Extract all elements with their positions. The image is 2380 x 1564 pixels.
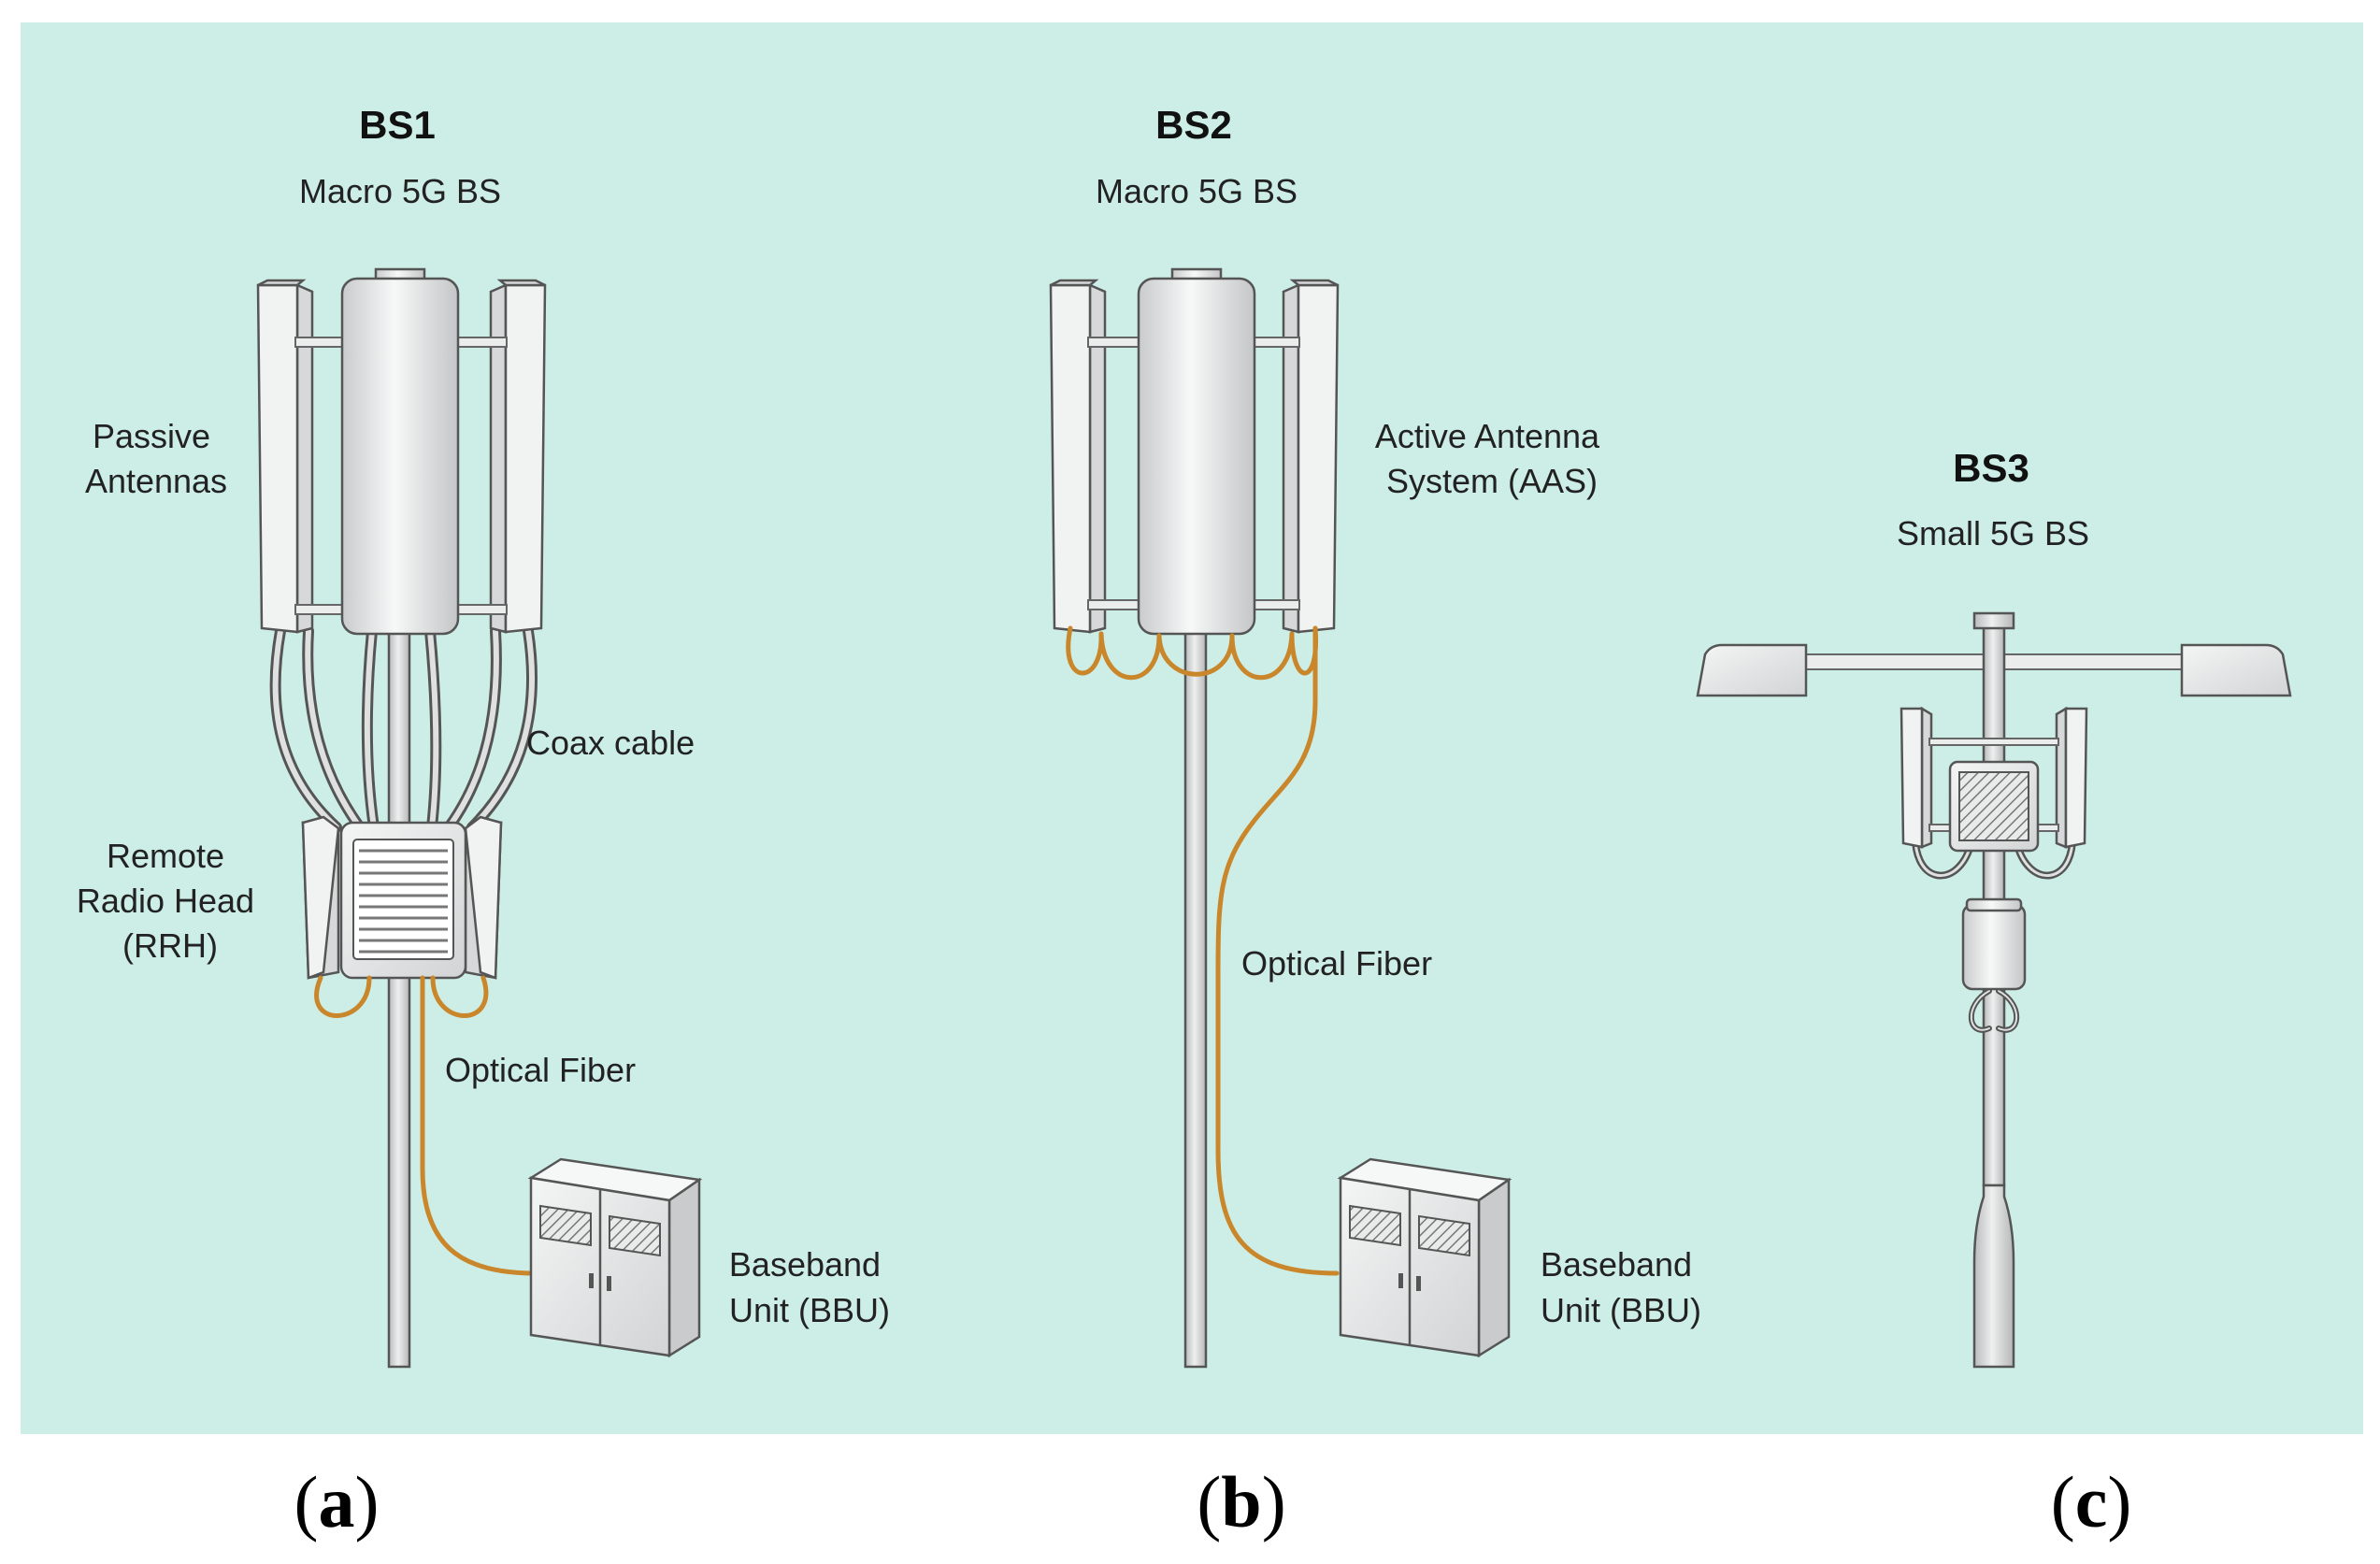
bs1-passive-antenna-right-icon <box>489 279 547 634</box>
bs2-aas-right-icon <box>1282 279 1340 634</box>
bs1-rrh-label: Remote Radio Head (RRH) <box>77 837 264 965</box>
bs1-bbu-cabinet-icon <box>527 1157 703 1358</box>
bs2-aas-left-icon <box>1049 279 1107 634</box>
bs3-enclosure-icon <box>1961 897 2027 991</box>
bs2-subtitle: Macro 5G BS <box>1096 172 1298 210</box>
caption-a: (a) <box>294 1461 380 1542</box>
bs1-pole-icon <box>387 615 411 1369</box>
bs2-aas-label: Active Antenna System (AAS) <box>1375 417 1609 500</box>
bs2-title: BS2 <box>1155 103 1232 147</box>
bs3-title: BS3 <box>1953 446 2029 490</box>
bs1-coax-cables <box>269 625 538 833</box>
bs2-optical-fiber <box>1066 625 1340 1276</box>
bs2-pole-icon <box>1183 620 1208 1369</box>
bs1-fiber-label: Optical Fiber <box>445 1051 636 1089</box>
bs3-antenna-right-icon <box>2055 706 2088 849</box>
bs1-coax-label: Coax cable <box>526 724 695 762</box>
caption-c: (c) <box>2051 1461 2132 1542</box>
bs2-bbu-cabinet-icon <box>1337 1157 1513 1358</box>
panel-bs3: BS3 Small 5G BS <box>1696 446 2292 1542</box>
bs1-title: BS1 <box>359 103 436 147</box>
bs1-optical-fiber <box>314 975 538 1276</box>
caption-b: (b) <box>1197 1461 1285 1542</box>
bs1-bbu-label: Baseband Unit (BBU) <box>729 1245 890 1329</box>
bs3-mount-bar-top <box>1928 738 2059 746</box>
bs1-passive-antenna-left-icon <box>256 279 314 634</box>
bs1-antennas-label: Passive Antennas <box>85 417 227 500</box>
bs3-antenna-left-icon <box>1900 706 1933 849</box>
bs1-rrh-icon <box>301 815 503 980</box>
bs1-central-cylinder-icon <box>340 267 460 636</box>
bs2-bbu-label: Baseband Unit (BBU) <box>1541 1245 1701 1329</box>
panel-bs1: BS1 Macro 5G BS <box>77 103 890 1542</box>
panel-bs2: BS2 Macro 5G BS <box>1049 103 1701 1542</box>
bs3-radio-unit-icon <box>1948 760 2040 853</box>
bs2-central-cylinder-icon <box>1137 267 1256 636</box>
bs1-subtitle: Macro 5G BS <box>299 172 501 210</box>
bs2-fiber-label: Optical Fiber <box>1241 944 1432 983</box>
bs3-subtitle: Small 5G BS <box>1897 514 2089 552</box>
